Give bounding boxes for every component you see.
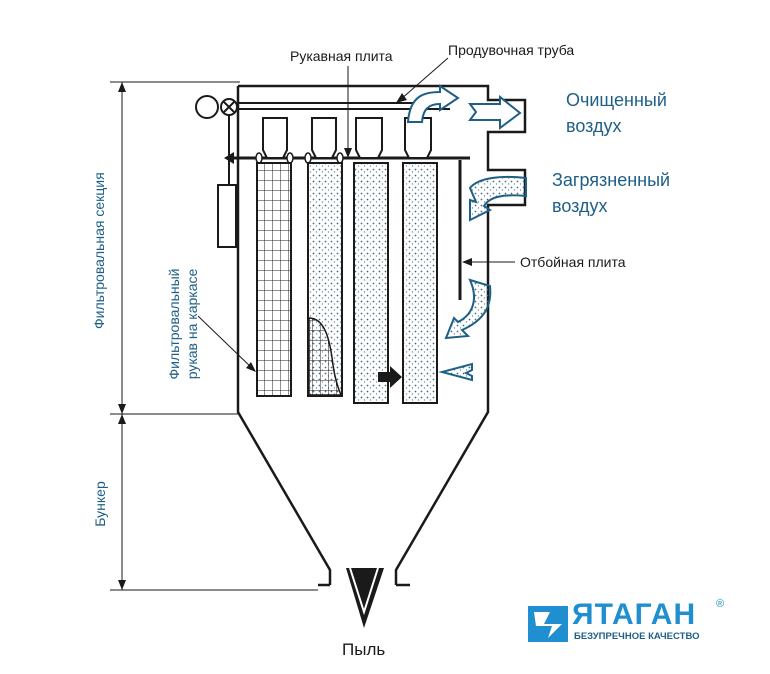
label-bunker: Бункер xyxy=(92,481,108,527)
filter-bag-dusty xyxy=(353,162,389,404)
housing xyxy=(236,84,527,587)
label-blow-pipe: Продувочная труба xyxy=(448,42,575,58)
leader-lines xyxy=(197,57,515,371)
filter-bag-partial xyxy=(307,162,343,397)
brand-registered-mark: ® xyxy=(716,598,725,610)
label-dust: Пыль xyxy=(342,640,386,659)
clean-air-arrow xyxy=(406,84,522,130)
label-baffle-plate: Отбойная плита xyxy=(520,254,626,270)
dimension-lines xyxy=(110,81,318,591)
label-clean-air-line1: Очищенный xyxy=(566,90,667,110)
valve-icon xyxy=(195,95,238,119)
dirty-air-arrow xyxy=(438,175,527,382)
label-sleeve-plate: Рукавная плита xyxy=(290,48,393,64)
dust-outlet-arrow xyxy=(346,568,384,628)
venturi-nozzles xyxy=(262,117,432,159)
brand-logo-icon xyxy=(528,606,568,642)
flow-arrow-solid xyxy=(378,366,402,388)
dust-outlet-arrow-highlight xyxy=(349,567,379,616)
label-dirty-air-line2: воздух xyxy=(552,196,608,216)
label-dirty-air-line1: Загрязненный xyxy=(552,170,671,190)
filter-bag-cage xyxy=(256,162,292,397)
label-filter-bag-line1: Фильтровальный xyxy=(166,268,182,380)
label-clean-air-line2: воздух xyxy=(566,116,622,136)
pulse-tank xyxy=(217,115,237,248)
brand-tagline: БЕЗУПРЕЧНОЕ КАЧЕСТВО xyxy=(574,631,700,642)
brand-name: ЯТАГАН xyxy=(572,598,697,631)
filter-bag-dusty xyxy=(402,162,438,404)
label-filter-bag-line2: рукав на каркасе xyxy=(184,268,200,380)
label-filter-section: Фильтровальная секция xyxy=(91,172,107,329)
